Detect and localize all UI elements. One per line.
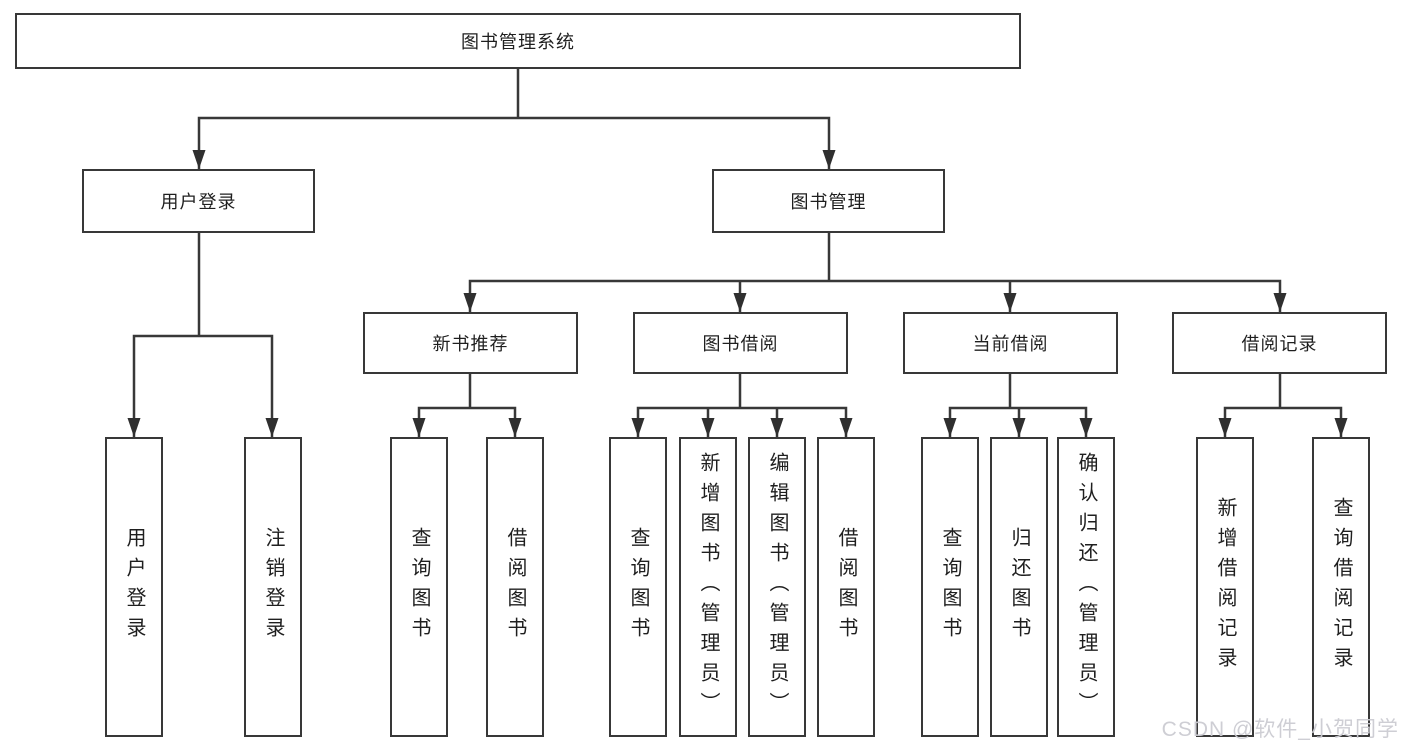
node-borrow-records: 借阅记录 <box>1172 312 1387 374</box>
node-book-management-label: 图书管理 <box>790 192 867 212</box>
leaf-confirm-return-admin: 确认归还（管理员） <box>1057 437 1115 737</box>
leaf-borrow-books-label: 借阅图书 <box>835 527 857 647</box>
node-user-login: 用户登录 <box>82 169 315 233</box>
leaf-confirm-return-admin-label: 确认归还（管理员） <box>1075 452 1097 722</box>
node-borrow-records-label: 借阅记录 <box>1241 334 1318 354</box>
node-user-login-label: 用户登录 <box>160 192 237 212</box>
leaf-borrow-books: 借阅图书 <box>817 437 875 737</box>
leaf-query-books-current: 查询图书 <box>921 437 979 737</box>
leaf-add-books-admin-label: 新增图书（管理员） <box>697 452 719 722</box>
leaf-borrow-books-recommend-label: 借阅图书 <box>504 527 526 647</box>
leaf-query-books-recommend: 查询图书 <box>390 437 448 737</box>
node-new-book-recommend: 新书推荐 <box>363 312 578 374</box>
leaf-query-borrow-record-label: 查询借阅记录 <box>1330 497 1352 677</box>
leaf-edit-books-admin: 编辑图书（管理员） <box>748 437 806 737</box>
leaf-add-borrow-record-label: 新增借阅记录 <box>1214 497 1236 677</box>
leaf-query-borrow-record: 查询借阅记录 <box>1312 437 1370 737</box>
csdn-watermark: CSDN @软件_小贺同学 <box>1161 718 1399 741</box>
leaf-query-books-recommend-label: 查询图书 <box>408 527 430 647</box>
node-new-book-recommend-label: 新书推荐 <box>432 334 509 354</box>
leaf-query-books-current-label: 查询图书 <box>939 527 961 647</box>
node-book-management: 图书管理 <box>712 169 945 233</box>
node-book-borrow-label: 图书借阅 <box>702 334 779 354</box>
node-root-system: 图书管理系统 <box>15 13 1021 69</box>
leaf-return-books-label: 归还图书 <box>1008 527 1030 647</box>
node-book-borrow: 图书借阅 <box>633 312 848 374</box>
leaf-query-books-borrow-label: 查询图书 <box>627 527 649 647</box>
leaf-return-books: 归还图书 <box>990 437 1048 737</box>
node-current-borrow-label: 当前借阅 <box>972 334 1049 354</box>
leaf-user-login-label: 用户登录 <box>123 527 145 647</box>
leaf-query-books-borrow: 查询图书 <box>609 437 667 737</box>
leaf-add-borrow-record: 新增借阅记录 <box>1196 437 1254 737</box>
leaf-edit-books-admin-label: 编辑图书（管理员） <box>766 452 788 722</box>
leaf-borrow-books-recommend: 借阅图书 <box>486 437 544 737</box>
leaf-logout: 注销登录 <box>244 437 302 737</box>
node-root-system-label: 图书管理系统 <box>461 32 575 52</box>
leaf-logout-label: 注销登录 <box>262 527 284 647</box>
leaf-user-login: 用户登录 <box>105 437 163 737</box>
leaf-add-books-admin: 新增图书（管理员） <box>679 437 737 737</box>
node-current-borrow: 当前借阅 <box>903 312 1118 374</box>
